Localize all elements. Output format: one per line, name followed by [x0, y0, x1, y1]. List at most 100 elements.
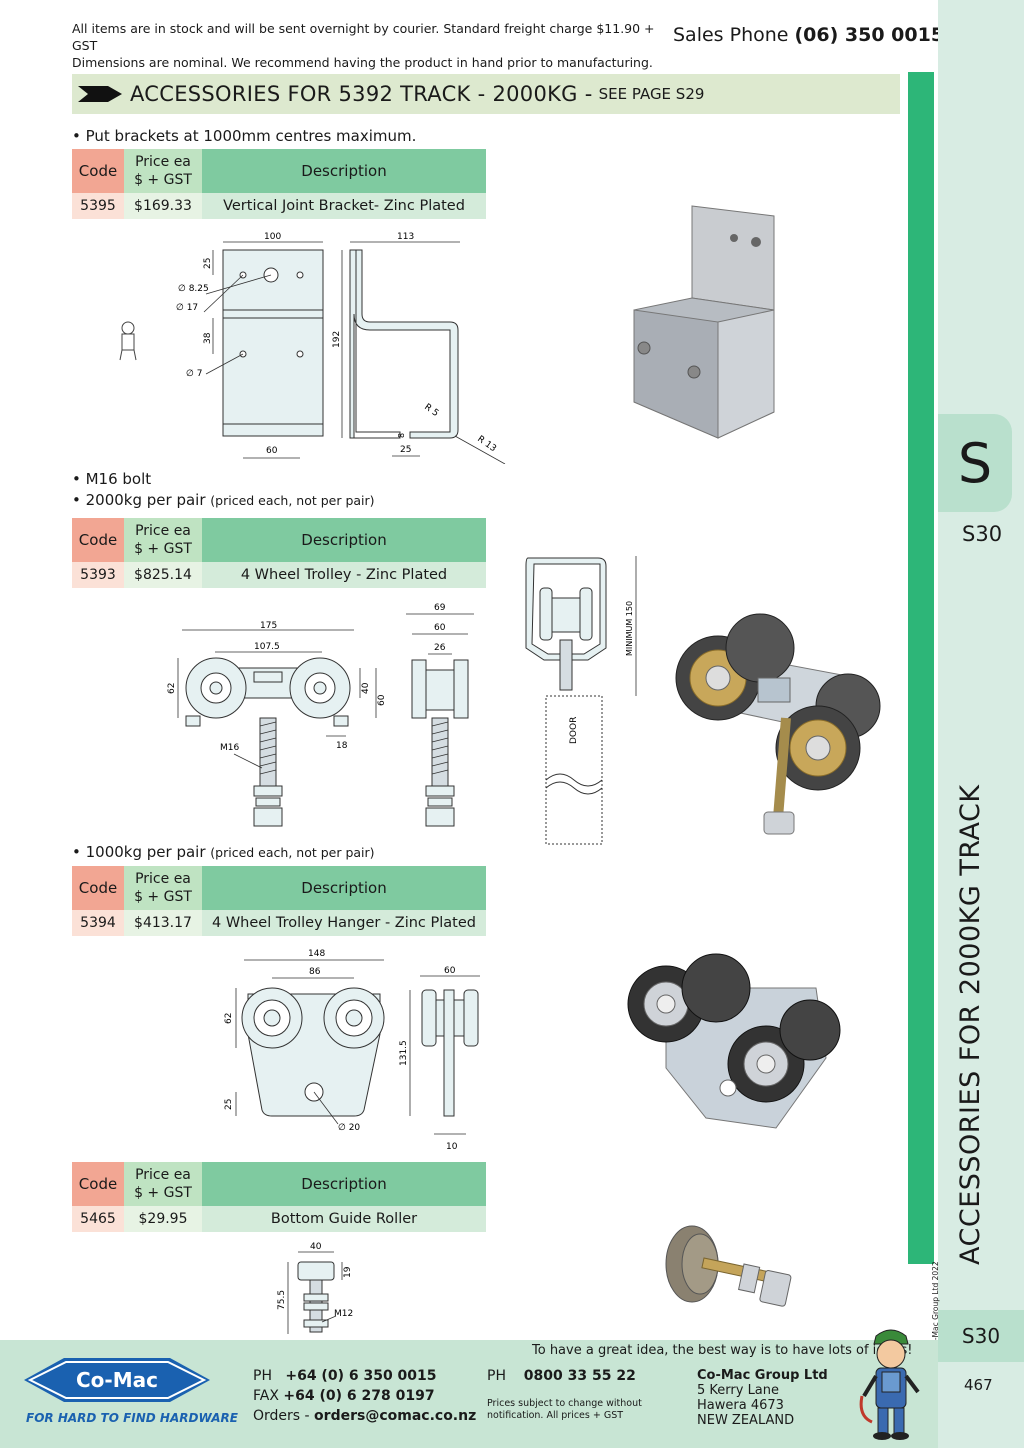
- price-table-5394: Code Price ea$ + GST Description 5394 $4…: [72, 866, 486, 936]
- dim-38: 38: [203, 332, 213, 344]
- freephone-line: PH 0800 33 55 22: [487, 1368, 636, 1384]
- freephone-label: PH: [487, 1368, 506, 1384]
- dim-25-hanger: 25: [224, 1099, 234, 1110]
- trolley-technical-drawing: 175 107.5 62 M16 18 40 60 69 60 26: [167, 603, 474, 827]
- comac-logo[interactable]: Co-Mac: [24, 1354, 210, 1406]
- table-row[interactable]: 5394 $413.17 4 Wheel Trolley Hanger - Zi…: [72, 910, 486, 936]
- product-code: 5394: [72, 910, 124, 936]
- orders-email[interactable]: orders@comac.co.nz: [314, 1408, 477, 1424]
- phone-number[interactable]: +64 (0) 6 350 0015: [285, 1368, 437, 1384]
- price-table-5465: Code Price ea$ + GST Description 5465 $2…: [72, 1162, 486, 1232]
- description-header: Description: [202, 149, 486, 193]
- vertical-section-title: ACCESSORIES FOR 2000KG TRACK: [955, 784, 986, 1265]
- bullet-note: (priced each, not per pair): [210, 845, 375, 860]
- product-description: 4 Wheel Trolley - Zinc Plated: [202, 562, 486, 588]
- price-note-line1: Prices subject to change without: [487, 1398, 642, 1409]
- section-letter: S: [957, 431, 993, 495]
- roller-product-image: [665, 1225, 792, 1307]
- product-description: Bottom Guide Roller: [202, 1206, 486, 1232]
- dim-100: 100: [264, 232, 281, 242]
- table-row[interactable]: 5465 $29.95 Bottom Guide Roller: [72, 1206, 486, 1232]
- price-note-line2: notification. All prices + GST: [487, 1410, 624, 1421]
- price-header: Price ea$ + GST: [124, 149, 202, 193]
- price-header-line2: $ + GST: [134, 889, 192, 905]
- table-header: Code Price ea$ + GST Description: [72, 149, 486, 193]
- section-letter-tab[interactable]: S: [938, 414, 1012, 512]
- product-code: 5393: [72, 562, 124, 588]
- dim-25: 25: [203, 258, 213, 269]
- door-label: DOOR: [569, 717, 579, 744]
- dim-m16: M16: [220, 743, 239, 753]
- dim-131-5: 131.5: [399, 1040, 409, 1066]
- bullet-note: (priced each, not per pair): [210, 493, 375, 508]
- sales-phone-number[interactable]: (06) 350 0015: [794, 24, 945, 46]
- dim-dia-7: ∅ 7: [186, 369, 202, 379]
- product-bullet: • M16 bolt: [72, 470, 152, 488]
- price-header-line2: $ + GST: [134, 172, 192, 188]
- table-header: Code Price ea$ + GST Description: [72, 1162, 486, 1206]
- product-code: 5395: [72, 193, 124, 219]
- bracket-technical-drawing: 100 25 ∅ 8.25 ∅ 17 38 ∅ 7 60 113 192 R 5…: [119, 232, 506, 464]
- page-code-tab[interactable]: S30: [938, 1310, 1024, 1362]
- dim-107-5: 107.5: [254, 642, 280, 652]
- product-description: Vertical Joint Bracket- Zinc Plated: [202, 193, 486, 219]
- product-price: $169.33: [124, 193, 202, 219]
- accent-strip: [908, 72, 934, 1264]
- section-title: ACCESSORIES FOR 5392 TRACK - 2000KG -: [130, 82, 593, 106]
- mascot-icon: [859, 1329, 920, 1440]
- fax-line: FAX +64 (0) 6 278 0197: [253, 1388, 435, 1404]
- stock-notice: All items are in stock and will be sent …: [72, 20, 662, 71]
- dim-60-side: 60: [434, 623, 446, 633]
- price-table-5393: Code Price ea$ + GST Description 5393 $8…: [72, 518, 486, 588]
- fax-label: FAX: [253, 1388, 279, 1404]
- dim-40: 40: [361, 682, 371, 694]
- section-header-bar: ACCESSORIES FOR 5392 TRACK - 2000KG - SE…: [72, 74, 900, 114]
- dim-10: 10: [446, 1142, 458, 1152]
- price-table-5395: Code Price ea$ + GST Description 5395 $1…: [72, 149, 486, 219]
- dim-19: 19: [343, 1266, 353, 1278]
- dim-69: 69: [434, 603, 446, 613]
- product-price: $825.14: [124, 562, 202, 588]
- dim-192: 192: [332, 331, 342, 348]
- dim-175: 175: [260, 621, 277, 631]
- page-code: S30: [962, 522, 1003, 546]
- dim-8: 8: [397, 433, 406, 438]
- address-line: NEW ZEALAND: [697, 1413, 795, 1428]
- dim-148: 148: [308, 949, 325, 959]
- table-header: Code Price ea$ + GST Description: [72, 866, 486, 910]
- bullet-text: • 2000kg per pair: [72, 491, 206, 509]
- product-bullet: • 2000kg per pair (priced each, not per …: [72, 491, 375, 509]
- section-see-page[interactable]: SEE PAGE S29: [598, 85, 705, 103]
- dim-62: 62: [167, 683, 177, 694]
- door-hanging-diagram: DOOR MINIMUM 150: [525, 556, 637, 845]
- notice-line-1: All items are in stock and will be sent …: [72, 21, 655, 53]
- phone-label: PH: [253, 1368, 272, 1384]
- logo-tagline: FOR HARD TO FIND HARDWARE: [26, 1411, 238, 1425]
- dim-dia-8-25: ∅ 8.25: [178, 284, 209, 294]
- freephone-number[interactable]: 0800 33 55 22: [523, 1368, 636, 1384]
- dim-60-vertical: 60: [377, 694, 387, 706]
- price-header-line2: $ + GST: [134, 1185, 192, 1201]
- product-price: $413.17: [124, 910, 202, 936]
- notice-line-2: Dimensions are nominal. We recommend hav…: [72, 55, 653, 70]
- dim-25b: 25: [400, 445, 411, 455]
- product-description: 4 Wheel Trolley Hanger - Zinc Plated: [202, 910, 486, 936]
- dim-62-hanger: 62: [224, 1013, 234, 1024]
- dim-113: 113: [397, 232, 414, 242]
- description-header: Description: [202, 518, 486, 562]
- dim-86: 86: [309, 967, 321, 977]
- address-line: 5 Kerry Lane: [697, 1383, 780, 1398]
- dim-60-hanger: 60: [444, 966, 456, 976]
- dim-r13: R 13: [475, 434, 498, 454]
- sales-phone: Sales Phone(06) 350 0015: [673, 24, 944, 46]
- code-header: Code: [72, 518, 124, 562]
- trolley-product-image: [675, 613, 881, 835]
- price-header: Price ea$ + GST: [124, 518, 202, 562]
- product-bullet: • 1000kg per pair (priced each, not per …: [72, 843, 375, 861]
- table-row[interactable]: 5395 $169.33 Vertical Joint Bracket- Zin…: [72, 193, 486, 219]
- arrow-right-icon: [78, 86, 122, 102]
- logo-text: Co-Mac: [76, 1368, 158, 1392]
- table-row[interactable]: 5393 $825.14 4 Wheel Trolley - Zinc Plat…: [72, 562, 486, 588]
- price-header-line2: $ + GST: [134, 541, 192, 557]
- mascot-small-icon: [119, 321, 137, 361]
